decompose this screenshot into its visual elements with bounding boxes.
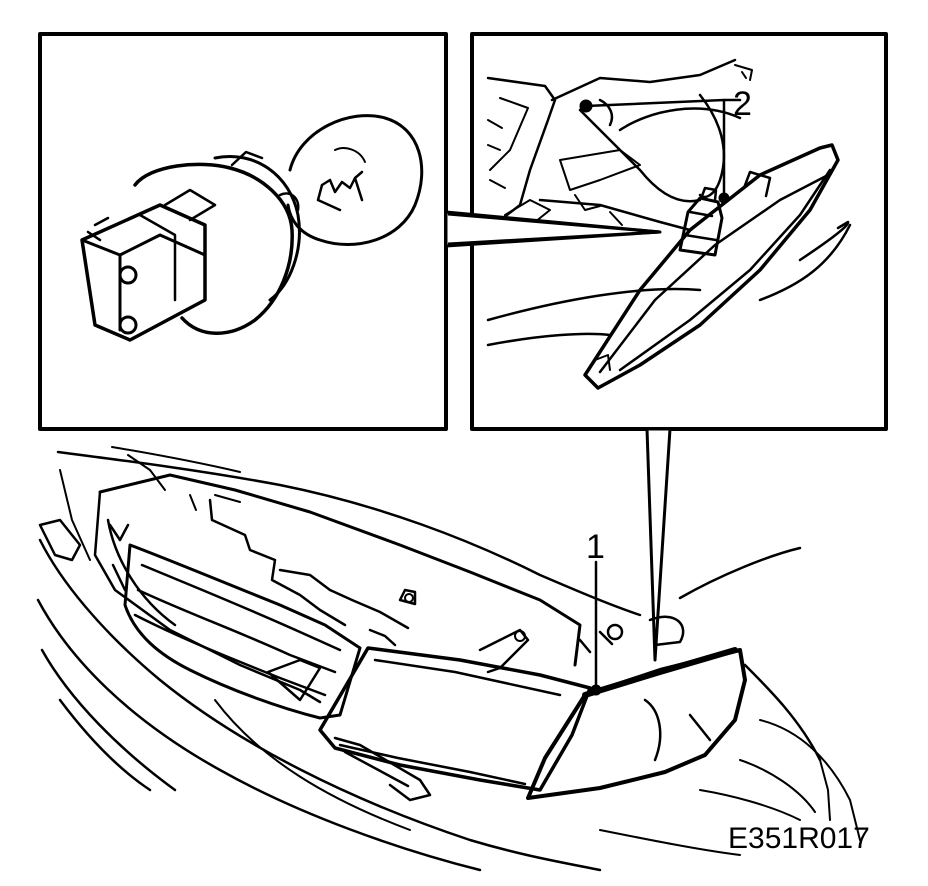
grille	[123, 543, 362, 720]
callout-2-label: 2	[733, 85, 752, 123]
figure-id: E351R017	[728, 822, 870, 855]
front-panel	[98, 473, 582, 667]
indicator-lamp	[526, 648, 747, 800]
car-front-view	[36, 446, 861, 872]
bulb-glass	[286, 114, 424, 247]
indicator-lamp-unit	[583, 143, 840, 390]
bulb-filament	[316, 170, 364, 212]
inset-bulb	[38, 32, 448, 431]
headlamp	[318, 646, 592, 792]
inset-lamp	[470, 32, 888, 431]
bulb-collar	[133, 162, 294, 335]
callout-2-leader	[584, 98, 742, 197]
callout-1-label: 1	[586, 528, 605, 566]
bulb-connector	[80, 203, 207, 342]
inset-to-car-pointer	[645, 427, 672, 662]
lamp-bulb-holder	[678, 196, 724, 257]
